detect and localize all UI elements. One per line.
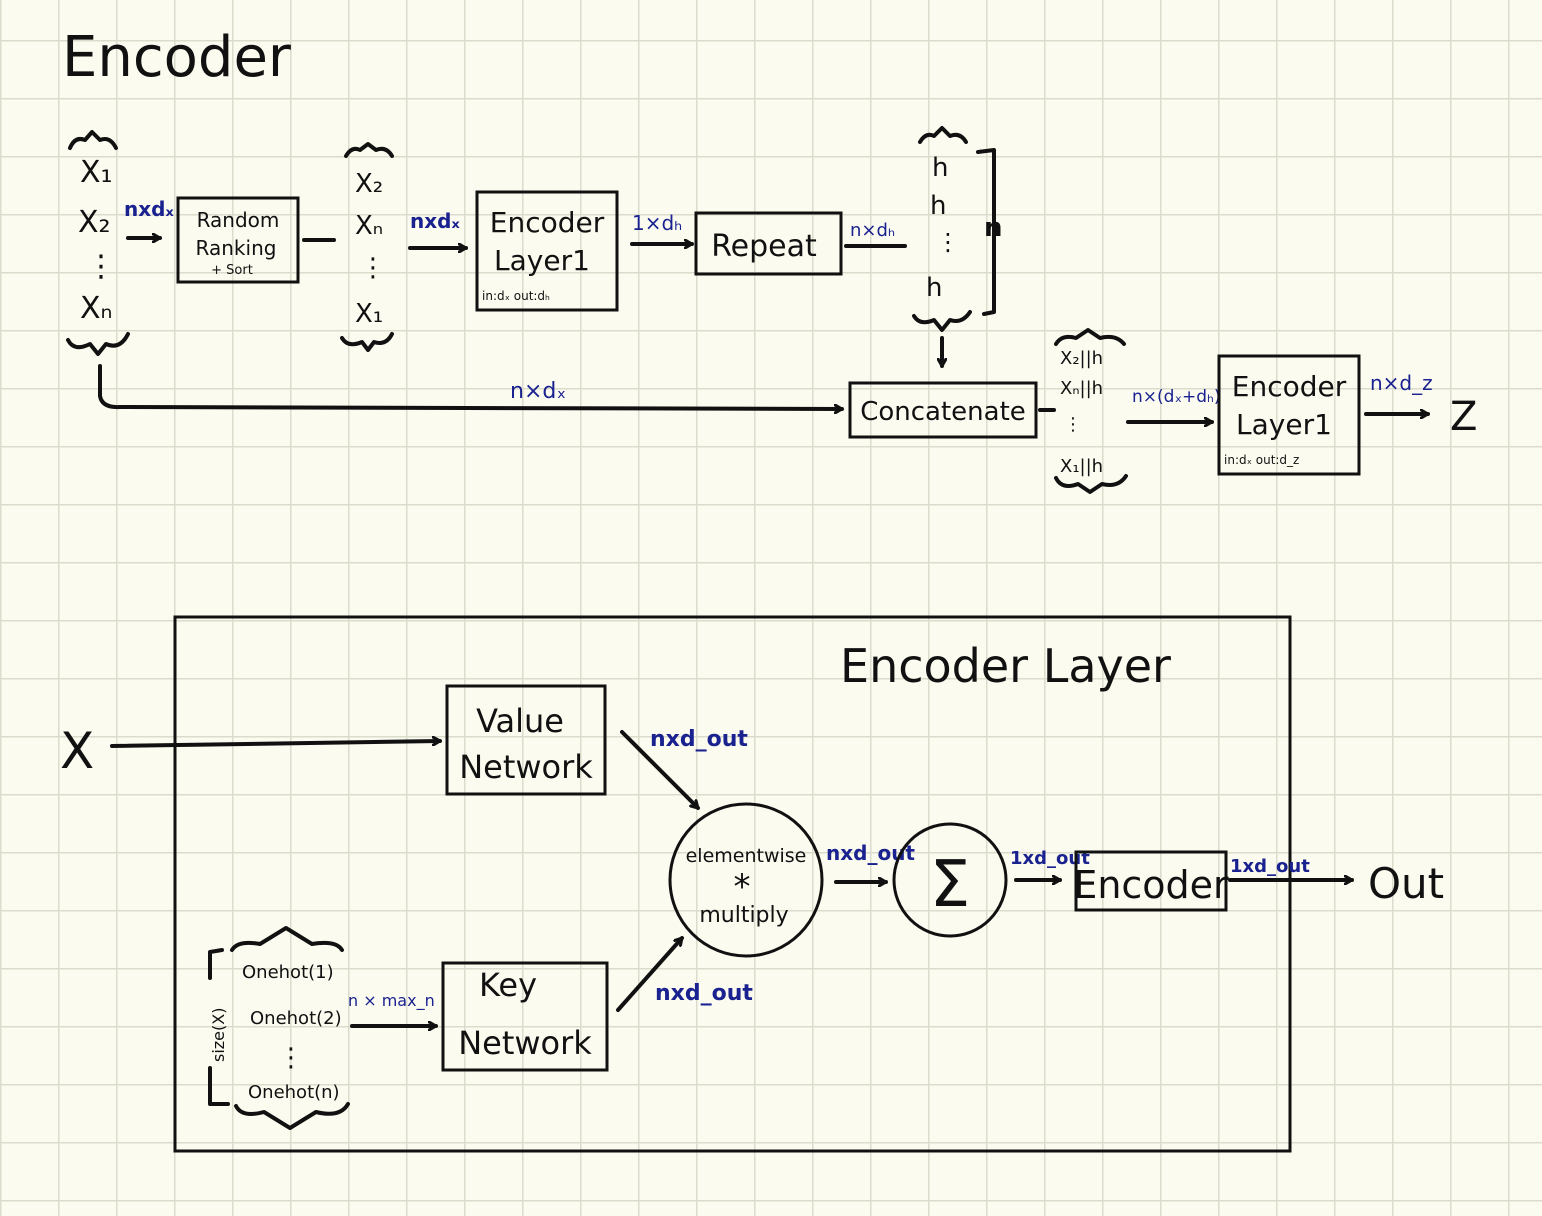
arrow-x-to-value — [110, 741, 442, 748]
value-net-line1: Value — [476, 702, 564, 740]
random-box-line2: Ranking — [196, 236, 277, 260]
h-2: h — [930, 191, 946, 221]
sum-node — [892, 822, 1008, 938]
dim-label-out: n×d_z — [1370, 371, 1433, 395]
elementwise-multiply-node — [668, 802, 824, 958]
dim-label-sum: 1xd_out — [1010, 848, 1090, 869]
dim-label-enc: 1xd_out — [1230, 856, 1310, 877]
enc1-line2: Layer1 — [494, 244, 590, 277]
repeat-box — [694, 211, 843, 276]
random-box-line3: + Sort — [211, 263, 253, 278]
mult-line2: * — [734, 867, 751, 907]
dim-label-1xdh: 1×dₕ — [632, 211, 682, 235]
input-dots: ⋮ — [86, 249, 116, 284]
dim-label-onehot: n × max_n — [348, 991, 435, 1011]
arrow-key-to-mult — [616, 936, 684, 1012]
dim-label-key: nxd_out — [655, 981, 753, 1006]
key-net-line1: Key — [479, 966, 537, 1004]
enc2-line2: Layer1 — [1236, 408, 1332, 441]
layer-output: Out — [1368, 859, 1444, 908]
sum-symbol: Σ — [930, 848, 970, 922]
sorted-stack: X₂ Xₙ ⋮ X₁ — [340, 142, 394, 352]
output-z: Z — [1450, 394, 1477, 440]
encoder-layer-frame — [173, 615, 1292, 1153]
h-stack: h h ⋮ h n — [912, 126, 1003, 332]
onehot-n: Onehot(n) — [248, 1082, 340, 1103]
enc1-io: in:dₓ out:dₕ — [482, 289, 550, 303]
enc1-line1: Encoder — [490, 206, 605, 239]
concatenate-box — [848, 381, 1038, 439]
encoder-layer1-box — [475, 190, 619, 312]
input-stack: X₁ X₂ ⋮ Xₙ — [66, 130, 130, 356]
diagram-title: Encoder — [62, 25, 292, 90]
dim-label-nxdh: n×dₕ — [850, 220, 895, 241]
sorted-x1: X₁ — [355, 299, 383, 329]
skip-connection-arrow — [98, 364, 844, 409]
input-xn: Xₙ — [80, 291, 113, 326]
repeat-label: Repeat — [711, 229, 817, 264]
h-n: h — [926, 273, 942, 303]
concat-stack: X₂||h Xₙ||h ⋮ X₁||h — [1054, 328, 1128, 494]
value-net-line2: Network — [459, 748, 593, 786]
enc2-line1: Encoder — [1232, 370, 1347, 403]
mult-line3: multiply — [699, 903, 788, 928]
layer-input-x: X — [60, 722, 94, 780]
concat-xnh: Xₙ||h — [1060, 378, 1103, 399]
size-x-label: size(X) — [209, 1008, 228, 1062]
concat-dots: ⋮ — [1064, 414, 1082, 435]
onehot-dots: ⋮ — [278, 1043, 304, 1073]
onehot-2: Onehot(2) — [250, 1008, 342, 1029]
dim-label-skip: n×dₓ — [510, 379, 566, 404]
encoder-box — [1074, 850, 1228, 912]
h-1: h — [932, 153, 948, 183]
sorted-xn: Xₙ — [355, 211, 383, 241]
random-ranking-box — [176, 196, 300, 284]
encoder-layer-title: Encoder Layer — [840, 639, 1171, 693]
encoder-layer1-box-2 — [1217, 354, 1361, 476]
concat-x1h: X₁||h — [1060, 456, 1103, 477]
n-label: n — [984, 213, 1003, 243]
sorted-dots: ⋮ — [360, 253, 386, 283]
onehot-stack: Onehot(1) Onehot(2) ⋮ Onehot(n) size(X) — [208, 926, 350, 1130]
value-network-box — [445, 684, 607, 796]
sorted-x2: X₂ — [355, 169, 383, 199]
dim-label-value: nxd_out — [650, 727, 748, 752]
h-dots: ⋮ — [936, 228, 960, 256]
encoder-label: Encoder — [1073, 863, 1229, 907]
concatenate-label: Concatenate — [860, 397, 1026, 427]
arrow-value-to-mult — [620, 730, 700, 810]
enc2-io: in:dₓ out:d_z — [1224, 453, 1299, 467]
key-net-line2: Network — [458, 1024, 592, 1062]
onehot-1: Onehot(1) — [242, 962, 334, 983]
dim-label-in: nxdₓ — [124, 197, 174, 221]
concat-x2h: X₂||h — [1060, 348, 1103, 369]
input-x1: X₁ — [80, 155, 113, 190]
mult-line1: elementwise — [686, 845, 807, 867]
dim-label-concat: n×(dₓ+dₕ) — [1132, 387, 1221, 407]
dim-label-in2: nxdₓ — [410, 209, 460, 233]
input-x2: X₂ — [78, 205, 111, 240]
random-box-line1: Random — [197, 208, 280, 232]
key-network-box — [441, 961, 609, 1072]
